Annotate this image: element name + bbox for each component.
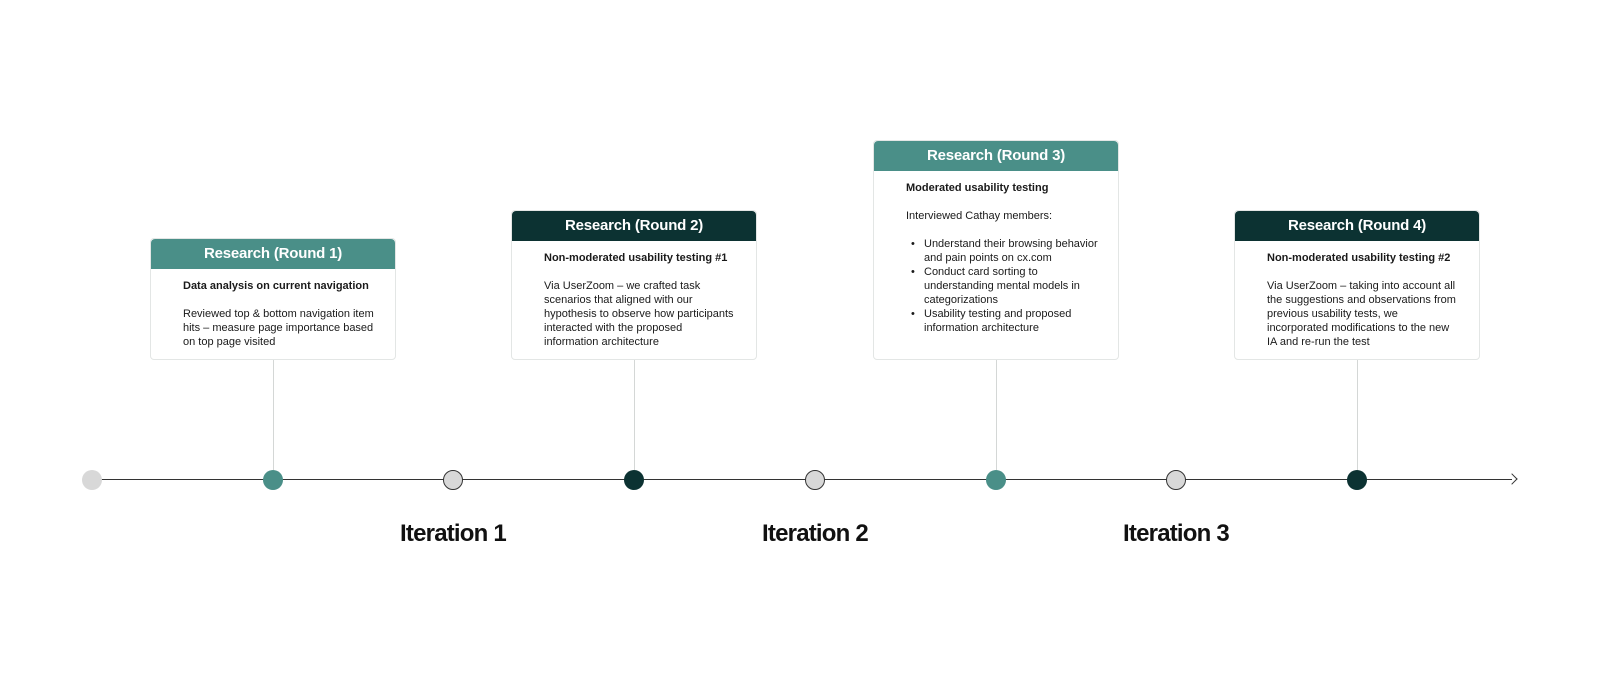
card-body: Data analysis on current navigation Revi…: [151, 269, 395, 357]
card-title: Research (Round 1): [151, 239, 395, 269]
round-1-node: [263, 470, 283, 490]
timeline-arrow-icon: [1506, 473, 1518, 485]
timeline-axis: [92, 479, 1512, 480]
round-2-node: [624, 470, 644, 490]
research-round-1-card: Research (Round 1) Data analysis on curr…: [150, 238, 396, 360]
card-body: Non-moderated usability testing #1 Via U…: [512, 241, 756, 357]
iteration-2-node: [805, 470, 825, 490]
card-body: Non-moderated usability testing #2 Via U…: [1235, 241, 1479, 357]
research-round-2-card: Research (Round 2) Non-moderated usabili…: [511, 210, 757, 360]
iteration-2-label: Iteration 2: [762, 520, 869, 547]
card-text: Via UserZoom – taking into account all t…: [1267, 280, 1456, 348]
iteration-1-node: [443, 470, 463, 490]
card-title: Research (Round 3): [874, 141, 1118, 171]
card-body: Moderated usability testing Interviewed …: [874, 171, 1118, 343]
card-subtitle: Non-moderated usability testing #2: [1267, 252, 1451, 264]
bullet-item: Usability testing and proposed informati…: [906, 307, 1100, 335]
research-round-4-card: Research (Round 4) Non-moderated usabili…: [1234, 210, 1480, 360]
card-bullet-list: Understand their browsing behavior and p…: [906, 237, 1100, 335]
card-subtitle: Non-moderated usability testing #1: [544, 252, 728, 264]
card-title: Research (Round 4): [1235, 211, 1479, 241]
round-3-connector: [996, 360, 997, 470]
timeline-start-node: [82, 470, 102, 490]
card-text: Via UserZoom – we crafted task scenarios…: [544, 280, 734, 348]
iteration-1-label: Iteration 1: [400, 520, 507, 547]
round-3-node: [986, 470, 1006, 490]
card-subtitle: Data analysis on current navigation: [183, 280, 369, 292]
round-4-connector: [1357, 360, 1358, 470]
round-1-connector: [273, 360, 274, 470]
card-text: Reviewed top & bottom navigation item hi…: [183, 308, 374, 348]
card-subtitle: Moderated usability testing: [906, 182, 1049, 194]
iteration-3-node: [1166, 470, 1186, 490]
iteration-3-label: Iteration 3: [1123, 520, 1230, 547]
bullet-item: Conduct card sorting to understanding me…: [906, 265, 1100, 307]
round-4-node: [1347, 470, 1367, 490]
bullet-item: Understand their browsing behavior and p…: [906, 237, 1100, 265]
research-round-3-card: Research (Round 3) Moderated usability t…: [873, 140, 1119, 360]
card-title: Research (Round 2): [512, 211, 756, 241]
round-2-connector: [634, 360, 635, 470]
card-text: Interviewed Cathay members:: [906, 210, 1053, 222]
